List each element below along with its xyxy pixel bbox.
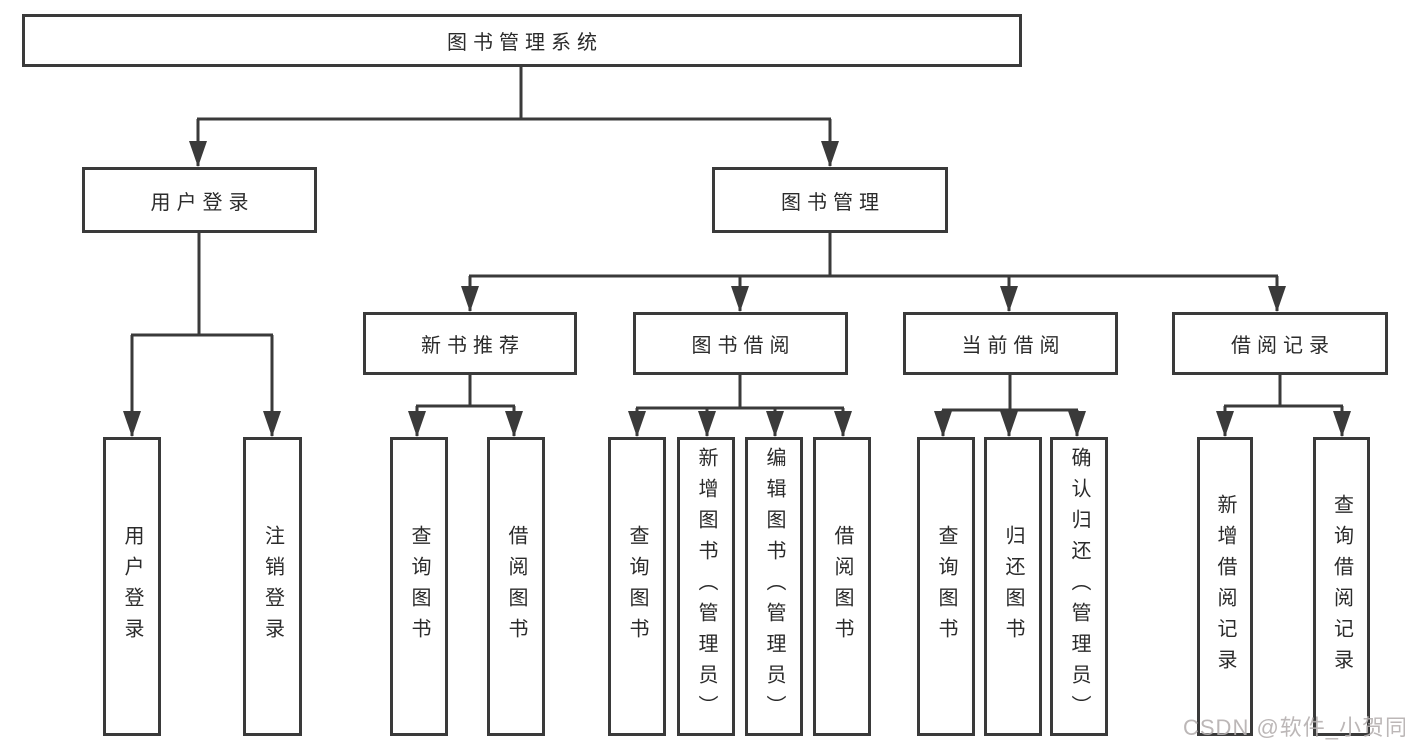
leaf-label: 查询图书: [626, 524, 648, 649]
leaf-borrow-books-recommend: 借阅图书: [487, 437, 545, 736]
leaf-label: 借阅图书: [505, 524, 527, 649]
leaf-label: 确认归还（管理员）: [1068, 447, 1090, 726]
leaf-add-books-admin: 新增图书（管理员）: [677, 437, 735, 736]
leaf-query-borrow-record: 查询借阅记录: [1313, 437, 1370, 736]
leaf-add-borrow-record: 新增借阅记录: [1197, 437, 1253, 736]
leaf-label: 新增借阅记录: [1214, 493, 1236, 680]
leaf-label: 编辑图书（管理员）: [763, 447, 785, 726]
node-current-borrow: 当前借阅: [903, 312, 1118, 375]
leaf-return-books: 归还图书: [984, 437, 1042, 736]
leaf-edit-books-admin: 编辑图书（管理员）: [745, 437, 803, 736]
node-borrow-records: 借阅记录: [1172, 312, 1388, 375]
leaf-user-login: 用户登录: [103, 437, 161, 736]
leaf-query-books-borrow: 查询图书: [608, 437, 666, 736]
leaf-label: 注销登录: [261, 524, 284, 649]
node-book-management: 图书管理: [712, 167, 948, 233]
leaf-label: 新增图书（管理员）: [695, 447, 717, 726]
node-root-system: 图书管理系统: [22, 14, 1022, 67]
leaf-label: 用户登录: [121, 524, 143, 649]
leaf-confirm-return-admin: 确认归还（管理员）: [1050, 437, 1108, 736]
leaf-label: 查询借阅记录: [1330, 493, 1353, 680]
leaf-logout: 注销登录: [243, 437, 302, 736]
leaf-query-books-recommend: 查询图书: [390, 437, 448, 736]
leaf-label: 查询图书: [935, 524, 957, 649]
leaf-label: 归还图书: [1002, 524, 1024, 649]
node-book-borrow: 图书借阅: [633, 312, 848, 375]
leaf-label: 借阅图书: [831, 524, 853, 649]
leaf-borrow-books: 借阅图书: [813, 437, 871, 736]
node-new-book-recommend: 新书推荐: [363, 312, 577, 375]
node-user-login: 用户登录: [82, 167, 317, 233]
watermark: CSDN @软件_小贺同学: [1183, 715, 1405, 740]
leaf-label: 查询图书: [408, 524, 430, 649]
leaf-query-books-current: 查询图书: [917, 437, 975, 736]
